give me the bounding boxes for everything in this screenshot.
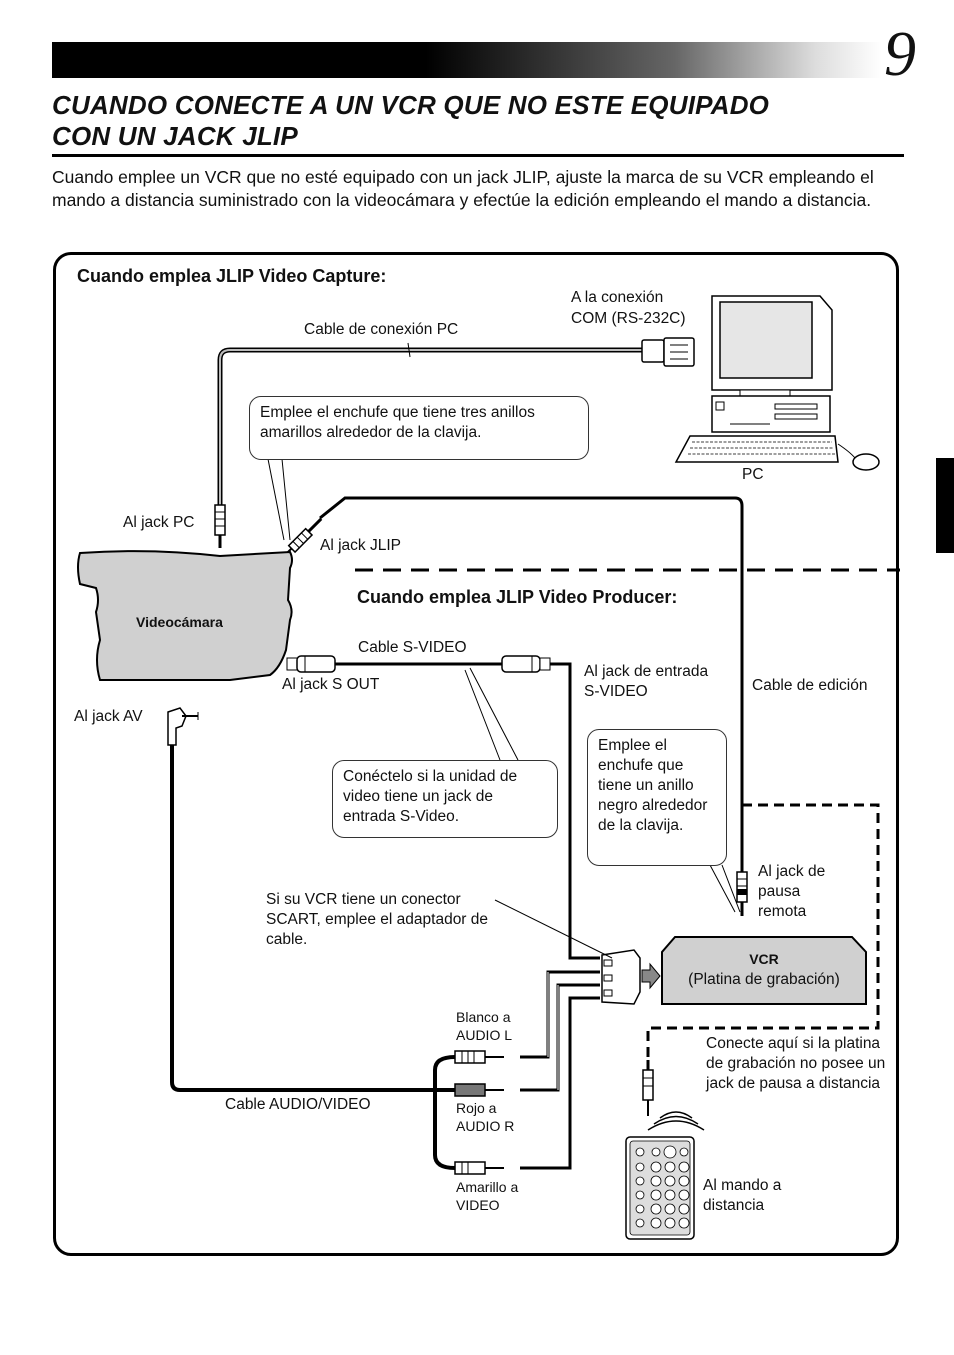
arrow-to-vcr-icon xyxy=(641,962,661,990)
capture-section-title: Cuando emplea JLIP Video Capture: xyxy=(77,266,387,286)
com-label-2: COM (RS-232C) xyxy=(571,310,686,327)
connect-here-note: Conecte aquí si la platina de grabación … xyxy=(706,1035,886,1092)
remote-pause-label-3: remota xyxy=(758,903,807,920)
remote-label-1: Al mando a xyxy=(703,1177,782,1194)
jack-av-label: Al jack AV xyxy=(74,708,143,725)
producer-section-title: Cuando emplea JLIP Video Producer: xyxy=(357,587,678,607)
svideo-plug-right-icon xyxy=(501,655,551,673)
jack-sout-label: Al jack S OUT xyxy=(282,676,380,693)
svideo-plug-left-icon xyxy=(286,655,336,673)
intro-paragraph: Cuando emplee un VCR que no esté equipad… xyxy=(52,167,874,210)
white-audio-label-2: AUDIO L xyxy=(456,1027,513,1043)
bubble-jlip-pointer xyxy=(267,458,291,541)
scart-adapter-icon xyxy=(601,949,641,1005)
pc-monitor-icon xyxy=(674,295,880,471)
heading-line-2: CON UN JACK JLIP xyxy=(52,121,298,151)
header-bar xyxy=(52,42,882,78)
vcr-title: VCR xyxy=(749,951,779,967)
remote-pause-label-2: pausa xyxy=(758,883,801,900)
edit-cable-label: Cable de edición xyxy=(752,677,868,694)
bubble-svideo: Conéctelo si la unidad de video tiene un… xyxy=(332,760,558,838)
vcr-subtitle: (Platina de grabación) xyxy=(688,971,840,988)
bubble-three-rings: Emplee el enchufe que tiene tres anillos… xyxy=(249,396,589,460)
heading-line-1: CUANDO CONECTE A UN VCR QUE NO ESTE EQUI… xyxy=(52,90,770,120)
bubble-pause-pointer xyxy=(709,864,741,913)
remote-pause-plug-icon xyxy=(736,871,748,916)
camcorder-label: Videocámara xyxy=(136,614,223,630)
signal-waves-icon xyxy=(647,1111,705,1131)
page-heading: CUANDO CONECTE A UN VCR QUE NO ESTE EQUI… xyxy=(52,90,904,152)
svideo-in-label-2: S-VIDEO xyxy=(584,683,648,700)
rca-plug-red-icon xyxy=(454,1083,504,1097)
svideo-in-label-1: Al jack de entrada xyxy=(584,663,709,680)
yellow-video-label-2: VIDEO xyxy=(456,1197,500,1213)
pc-label: PC xyxy=(742,466,764,483)
pc-plug-icon xyxy=(214,504,226,548)
svideo-cable-label: Cable S-VIDEO xyxy=(358,639,467,656)
remote-plug-icon xyxy=(642,1060,654,1116)
diagram-frame xyxy=(53,252,899,1256)
av-cable-label: Cable AUDIO/VIDEO xyxy=(225,1096,371,1113)
yellow-video-label-1: Amarillo a xyxy=(456,1179,519,1195)
red-audio-label-2: AUDIO R xyxy=(456,1118,515,1134)
bubble-one-ring: Emplee el enchufe que tiene un anillo ne… xyxy=(587,729,727,866)
pc-cable-label: Cable de conexión PC xyxy=(304,321,459,338)
scart-note: Si su VCR tiene un conector SCART, emple… xyxy=(266,891,489,948)
remote-label-2: distancia xyxy=(703,1197,765,1214)
camcorder-body-icon xyxy=(77,550,293,681)
remote-pause-label-1: Al jack de xyxy=(758,863,826,880)
remote-control-icon xyxy=(625,1136,695,1240)
white-audio-label-1: Blanco a xyxy=(456,1009,511,1025)
bubble-svideo-pointer xyxy=(464,667,519,761)
red-audio-label-1: Rojo a xyxy=(456,1100,497,1116)
av-plug-icon xyxy=(167,707,199,746)
vcr-body-icon xyxy=(661,936,867,1005)
section-tab xyxy=(936,458,954,553)
scart-note-pointer xyxy=(494,899,613,959)
com-label-1: A la conexión xyxy=(571,289,664,306)
rs232-connector-icon xyxy=(641,337,695,367)
page-number: 9 xyxy=(884,18,916,89)
jack-pc-label: Al jack PC xyxy=(123,514,195,531)
rca-plug-yellow-icon xyxy=(454,1161,504,1175)
jack-jlip-label: Al jack JLIP xyxy=(320,537,401,554)
heading-rule xyxy=(52,154,904,157)
rca-plug-white-icon xyxy=(454,1050,504,1064)
